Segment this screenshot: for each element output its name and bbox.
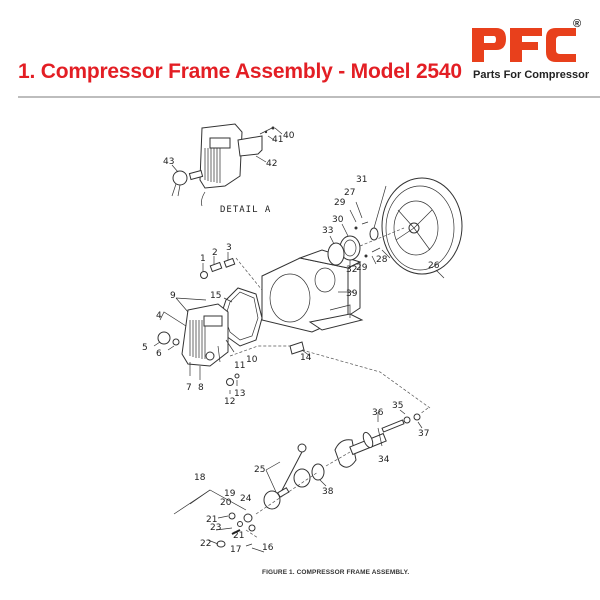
callout-35: 35 xyxy=(392,401,403,411)
callout-29a: 29 xyxy=(334,198,346,208)
detail-head xyxy=(199,123,243,189)
callout-42: 42 xyxy=(266,159,277,169)
callout-33: 33 xyxy=(322,226,333,236)
gasket-33 xyxy=(327,242,345,266)
callout-38: 38 xyxy=(322,487,334,497)
title-divider xyxy=(18,96,600,98)
nipple xyxy=(188,169,204,181)
callout-27: 27 xyxy=(344,188,355,198)
detail-a-group xyxy=(171,123,283,207)
callout-34: 34 xyxy=(378,455,390,465)
callout-13: 13 xyxy=(234,389,245,399)
head-plate xyxy=(209,137,231,149)
oring-13 xyxy=(234,373,240,379)
plate-14 xyxy=(289,341,305,355)
registered-mark: ® xyxy=(573,18,582,30)
head-fins xyxy=(204,148,221,183)
callout-7: 7 xyxy=(186,383,192,393)
callout-6: 6 xyxy=(156,349,162,359)
callout-28: 28 xyxy=(376,255,388,265)
plug-1 xyxy=(200,271,208,279)
pulley-26 xyxy=(381,177,463,275)
callout-12: 12 xyxy=(224,397,235,407)
callout-2: 2 xyxy=(212,248,218,258)
callout-17: 17 xyxy=(230,545,241,555)
pfc-logo-mark xyxy=(472,28,576,62)
callout-11: 11 xyxy=(234,361,245,371)
leader-lines xyxy=(153,185,445,553)
crankshaft-34 xyxy=(334,419,405,468)
callout-4: 4 xyxy=(156,311,162,321)
fitting-3 xyxy=(223,257,236,268)
page-title: 1. Compressor Frame Assembly - Model 254… xyxy=(18,60,462,83)
callout-43: 43 xyxy=(163,157,174,167)
callout-9: 9 xyxy=(170,291,176,301)
figure-caption: FIGURE 1. COMPRESSOR FRAME ASSEMBLY. xyxy=(262,569,410,576)
screw-28 xyxy=(371,247,381,253)
callout-24: 24 xyxy=(240,494,252,504)
fitting-12 xyxy=(226,378,234,386)
callout-1: 1 xyxy=(200,254,206,264)
screw-27 xyxy=(361,221,369,225)
callout-29b: 29 xyxy=(356,263,368,273)
callout-18: 18 xyxy=(194,473,206,483)
callout-8: 8 xyxy=(198,383,204,393)
callout-25: 25 xyxy=(254,465,265,475)
washer-37 xyxy=(413,413,421,421)
callout-labels: 1 2 3 4 5 6 7 8 9 10 11 12 13 14 15 16 1… xyxy=(142,131,440,555)
cylinder-head-9 xyxy=(181,303,229,367)
callout-21b: 21 xyxy=(233,531,244,541)
bracket-42 xyxy=(237,135,263,157)
assembly-guide-lines xyxy=(229,227,431,539)
callout-40: 40 xyxy=(283,131,295,141)
callout-20: 20 xyxy=(220,498,232,508)
callout-36: 36 xyxy=(372,408,384,418)
callout-14: 14 xyxy=(300,353,312,363)
callout-3: 3 xyxy=(226,243,232,253)
bushing-38 xyxy=(311,463,325,481)
callout-39: 39 xyxy=(346,289,358,299)
filter-5 xyxy=(157,331,171,345)
gauge-43 xyxy=(172,170,188,186)
callout-21a: 21 xyxy=(206,515,217,525)
callout-10: 10 xyxy=(246,355,258,365)
washer-41 xyxy=(264,130,268,134)
callout-19: 19 xyxy=(224,489,236,499)
callout-16: 16 xyxy=(262,543,274,553)
callout-22: 22 xyxy=(200,539,211,549)
callout-32: 32 xyxy=(346,265,357,275)
gasket-6 xyxy=(172,338,180,346)
callout-26: 26 xyxy=(428,261,440,271)
callout-15: 15 xyxy=(210,291,221,301)
seal-31 xyxy=(369,227,379,241)
detail-a-label: DETAIL A xyxy=(220,205,271,215)
callout-23: 23 xyxy=(210,523,221,533)
callout-5: 5 xyxy=(142,343,148,353)
callout-30: 30 xyxy=(332,215,344,225)
brand-tagline: Parts For Compressor xyxy=(473,69,590,81)
nut-35 xyxy=(403,416,411,424)
callout-31: 31 xyxy=(356,175,367,185)
callout-37: 37 xyxy=(418,429,429,439)
valve-2 xyxy=(209,261,223,273)
connecting-rod-25 xyxy=(263,443,311,510)
screw-40 xyxy=(271,126,275,130)
brand-logo: ® Parts For Compressor xyxy=(470,18,590,84)
callout-41: 41 xyxy=(272,135,283,145)
